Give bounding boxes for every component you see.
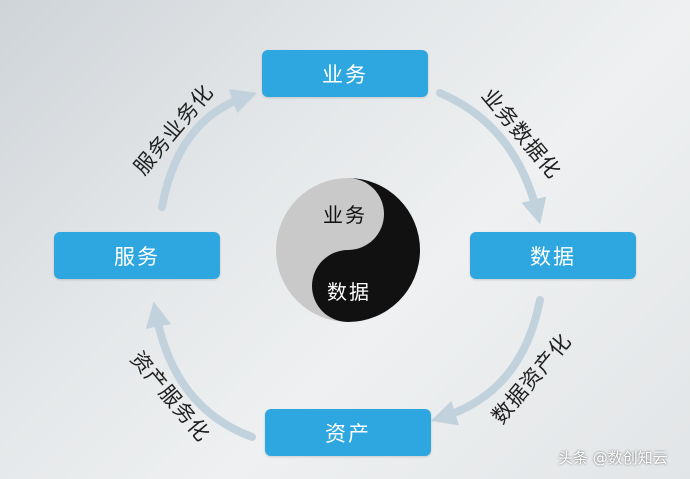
arrow-right-to-bottom bbox=[430, 296, 544, 426]
node-service: 服务 bbox=[54, 232, 220, 279]
yin-yang-symbol bbox=[276, 178, 420, 322]
yin-yang-label-data: 数据 bbox=[327, 280, 371, 304]
node-data: 数据 bbox=[470, 232, 636, 279]
watermark: 头条 @数创知云 bbox=[558, 449, 668, 467]
node-business: 业务 bbox=[262, 50, 428, 97]
arrow-top-to-right bbox=[436, 89, 547, 225]
node-assets: 资产 bbox=[265, 409, 431, 456]
yin-yang-yin-half bbox=[312, 178, 420, 322]
arrow-left-to-top bbox=[158, 89, 258, 211]
yin-yang-label-business: 业务 bbox=[323, 203, 367, 227]
arrow-bottom-to-left bbox=[145, 301, 256, 441]
